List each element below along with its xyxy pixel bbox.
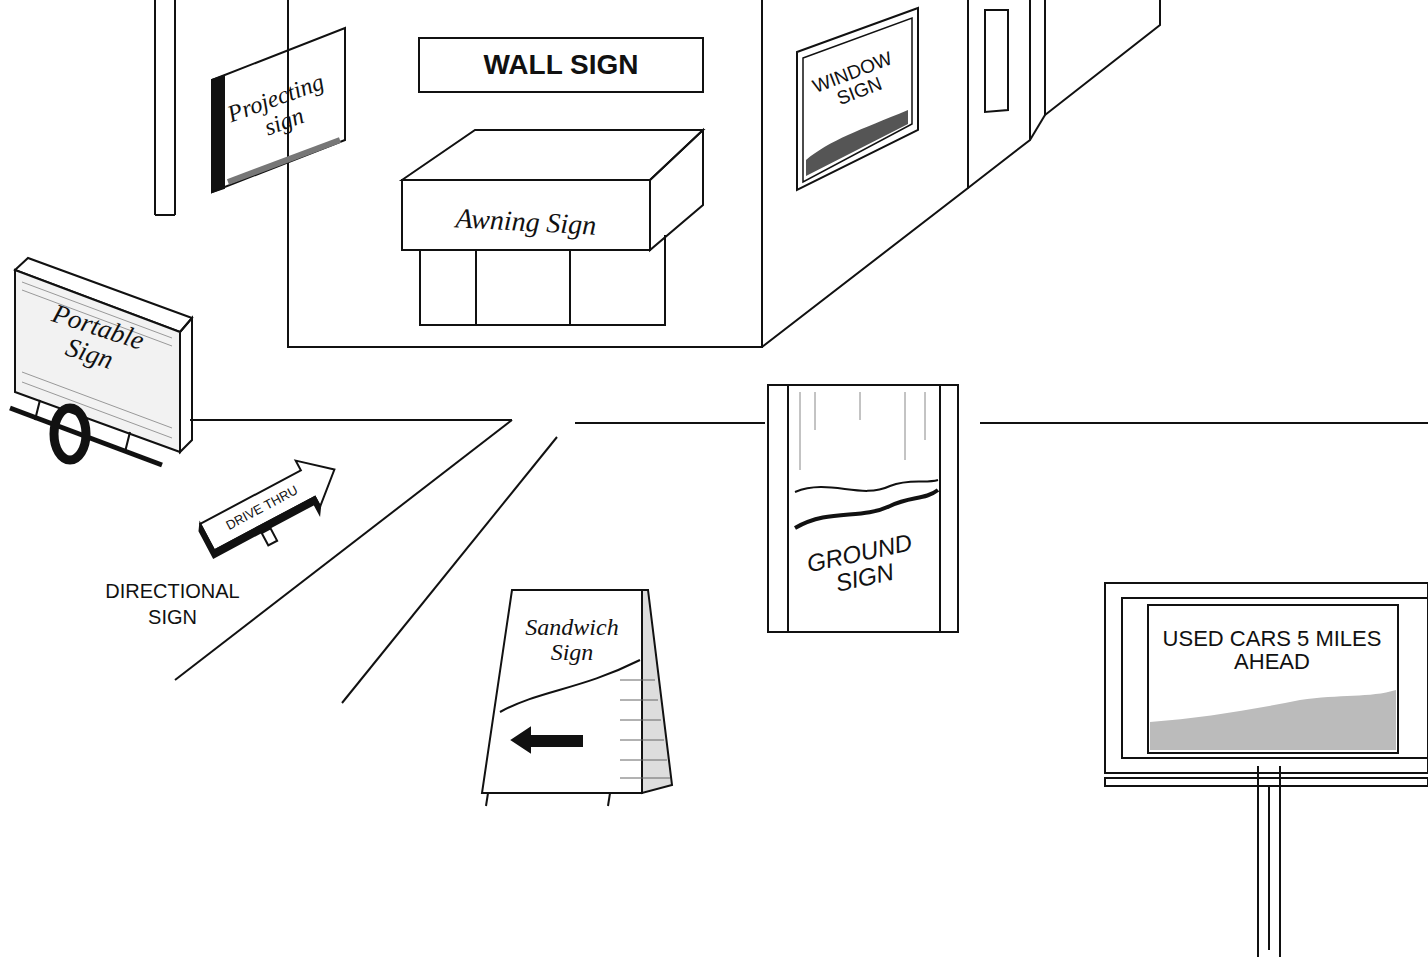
- road-edge: [575, 422, 765, 424]
- trailer-leg: [125, 432, 130, 452]
- wave: [500, 660, 640, 712]
- building-side: [1045, 0, 1160, 115]
- trailer-base: [10, 408, 162, 465]
- road-edge: [342, 437, 557, 703]
- wheel: [54, 408, 86, 460]
- sign-shading: [228, 140, 340, 182]
- billboard-ledge: [1105, 778, 1428, 786]
- door: [985, 10, 1008, 112]
- storefront: [569, 250, 571, 325]
- building-front: [288, 0, 762, 347]
- sandwich-side: [642, 590, 672, 793]
- wave: [795, 480, 938, 492]
- sign-text: Portable Sign: [18, 291, 171, 389]
- window-sign: WINDOW SIGN: [798, 35, 914, 129]
- wave: [795, 490, 938, 528]
- wall-sign-panel: [419, 38, 703, 92]
- sandwich-board: [482, 590, 642, 793]
- window-frame: [803, 18, 912, 182]
- sign-text: Sandwich Sign: [514, 615, 630, 665]
- sandwich-sign: Sandwich Sign: [512, 611, 632, 669]
- ground-sign-texture: [800, 392, 925, 470]
- storefront: [420, 235, 665, 325]
- billboard-landscape: [1150, 690, 1396, 750]
- window-frame: [797, 8, 918, 190]
- billboard-panel: [1148, 605, 1398, 753]
- portable-sign-side: [180, 318, 192, 452]
- sign-text: DRIVE THRU: [224, 483, 300, 532]
- pillar: [174, 0, 176, 215]
- wall-sign: WALL SIGN: [421, 40, 701, 90]
- pillar: [155, 214, 175, 216]
- sign-text: USED CARS 5 MILES AHEAD: [1154, 627, 1390, 673]
- projecting-sign-panel: [212, 28, 345, 192]
- awning-side: [650, 130, 703, 250]
- road-edge: [980, 422, 1428, 424]
- ground-sign: GROUND SIGN: [787, 519, 937, 611]
- bracket: [287, 36, 289, 50]
- sign-text: Projecting sign: [216, 66, 344, 154]
- billboard-frame: [1122, 598, 1428, 758]
- left-arrow: [512, 728, 582, 752]
- portable-sign-front: [15, 270, 180, 452]
- pillar: [154, 0, 156, 215]
- building-side: [762, 0, 968, 347]
- road-edge: [190, 419, 512, 421]
- projecting-sign: Projecting sign: [210, 54, 350, 165]
- awning-front: [402, 180, 650, 250]
- trailer-leg: [35, 400, 40, 420]
- sign-text: WINDOW SIGN: [804, 46, 908, 118]
- billboard-pole: [1268, 786, 1270, 950]
- building-side: [1030, 115, 1045, 140]
- sandwich-shading: [620, 680, 670, 778]
- storefront: [475, 250, 477, 325]
- road-edge: [175, 420, 512, 680]
- portable-sign: Portable Sign: [11, 277, 176, 404]
- window-shading: [806, 110, 908, 176]
- building-side: [968, 0, 1030, 188]
- directional-arrow: [192, 447, 352, 571]
- sandwich-leg: [608, 793, 610, 806]
- sign-text: Awning Sign: [455, 204, 597, 241]
- ground-sign-frame: [768, 385, 958, 632]
- ground-sign-panel: [788, 385, 940, 632]
- sign-type-label: DIRECTIONAL SIGN: [95, 578, 250, 630]
- projecting-sign-edge: [212, 76, 224, 192]
- sign-text: WALL SIGN: [483, 50, 638, 79]
- billboard-sign: USED CARS 5 MILES AHEAD: [1152, 617, 1392, 683]
- awning-sign: Awning Sign: [405, 188, 648, 256]
- billboard-frame: [1105, 583, 1428, 773]
- sign-text: GROUND SIGN: [790, 526, 934, 604]
- billboard-pole: [1257, 766, 1259, 957]
- directional-sign: DRIVE THRU: [208, 471, 316, 545]
- billboard-pole: [1279, 766, 1281, 957]
- sandwich-leg: [486, 793, 488, 806]
